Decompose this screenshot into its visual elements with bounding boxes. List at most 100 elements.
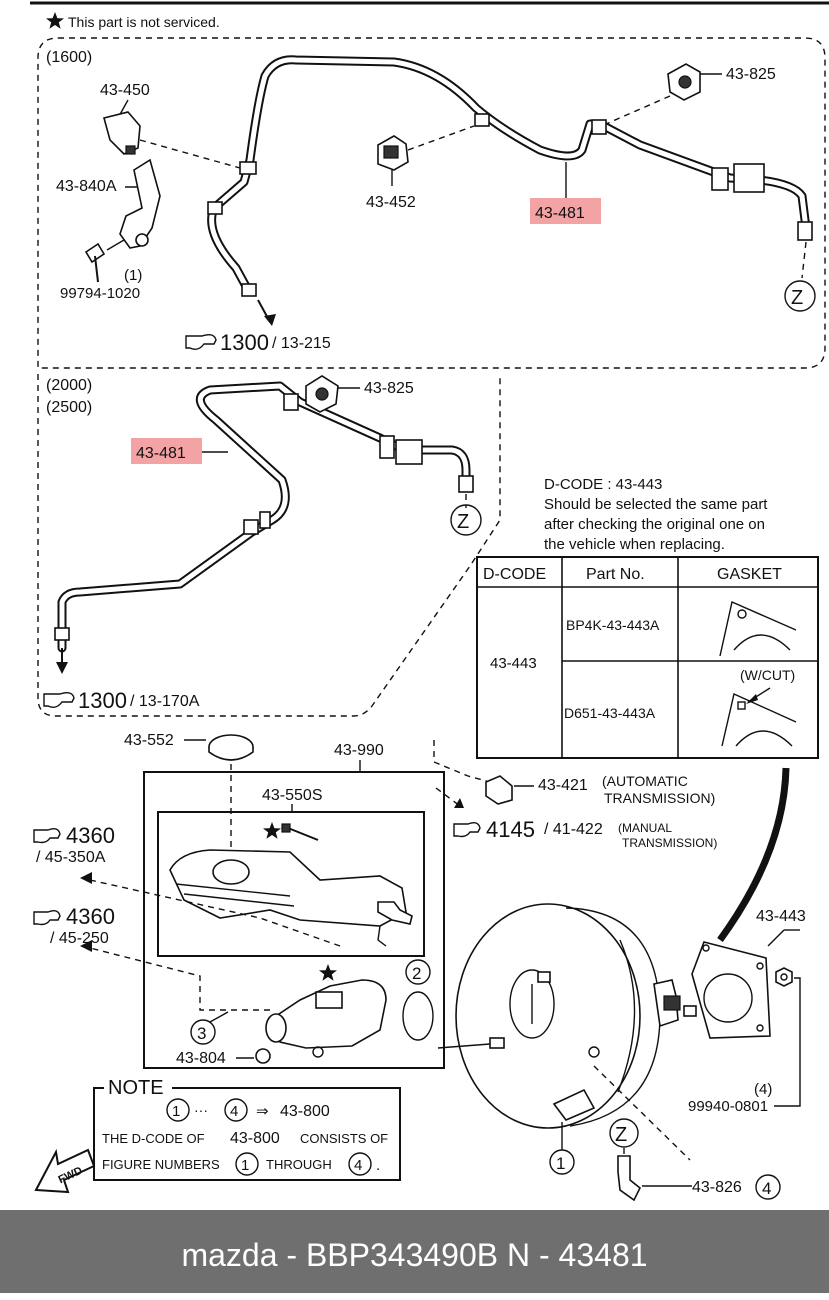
note-title: NOTE — [108, 1077, 164, 1099]
ref-hand-icon — [185, 333, 217, 351]
ref-45-350a: / 45-350A — [36, 849, 106, 866]
note-box: NOTE 1 ··· 4 ⇒ 43-800 THE D-CODE OF 43-8… — [93, 1077, 401, 1181]
footer-bar: mazda - BBP343490B N - 43481 — [0, 1210, 829, 1293]
label-43-450: 43-450 — [100, 82, 150, 99]
table-cell-dcode: 43-443 — [490, 655, 537, 672]
label-automatic: (AUTOMATIC — [602, 773, 688, 789]
notice-text: This part is not serviced. — [68, 14, 220, 30]
section-2000-boundary — [37, 374, 501, 717]
ref-13-170a: / 13-170A — [130, 693, 200, 710]
label-43-990: 43-990 — [334, 742, 384, 759]
reservoir — [169, 849, 413, 947]
gasket-table: D-CODE Part No. GASKET 43-443 BP4K-43-44… — [476, 556, 819, 759]
z-label-top: Z — [791, 287, 803, 309]
label-43-421: 43-421 — [538, 777, 588, 794]
reservoir-cap — [208, 734, 254, 761]
vacuum-hose-2000 — [54, 381, 474, 653]
gasket-sketch-2 — [721, 687, 797, 747]
label-manual-transmission: TRANSMISSION) — [622, 836, 717, 850]
footer-text: mazda - BBP343490B N - 43481 — [181, 1237, 648, 1273]
ref-45-250: / 45-250 — [50, 930, 109, 947]
arrow-down-icon — [56, 662, 68, 674]
clamp-43-825-mid — [305, 375, 339, 413]
ref-4360-a: 4360 — [66, 823, 115, 848]
label-43-826: 43-826 — [692, 1179, 742, 1196]
note-line2-c: CONSISTS OF — [300, 1131, 388, 1146]
note-arrow: ⇒ — [256, 1103, 269, 1120]
section-1600-boundary — [37, 37, 826, 369]
ref-13-215: / 13-215 — [272, 335, 331, 352]
variant-1600: (1600) — [46, 49, 92, 66]
section-master-cylinder: 43-552 43-990 43-550S — [33, 732, 806, 1202]
variant-2000: (2000) — [46, 377, 92, 394]
check-valve-43-421 — [485, 775, 513, 805]
label-one: (1) — [124, 267, 142, 284]
dcode-line-1: D-CODE : 43-443 — [544, 476, 662, 493]
bracket-43-840a — [119, 158, 161, 249]
gasket-sketch-1 — [719, 601, 797, 657]
highlight-43-481-top — [530, 198, 601, 224]
label-43-550s: 43-550S — [262, 787, 323, 804]
label-43-452: 43-452 — [366, 194, 416, 211]
label-43-825-top: 43-825 — [726, 66, 776, 83]
label-manual: (MANUAL — [618, 821, 672, 835]
note-line3-c1: 1 — [241, 1157, 249, 1174]
brake-booster — [455, 903, 697, 1129]
z-marker-top — [784, 280, 816, 312]
highlight-43-481-mid — [131, 438, 202, 464]
ref-hand-4360a — [33, 827, 61, 844]
ref-1300-b: 1300 — [78, 688, 127, 713]
note-line3-end: . — [376, 1157, 380, 1174]
table-header-dcode: D-CODE — [483, 566, 546, 583]
clamp-43-825-top — [667, 63, 701, 101]
note-line3-c4: 4 — [354, 1157, 362, 1174]
fwd-arrow-icon: FWD — [34, 1148, 96, 1194]
note-dots: ··· — [194, 1102, 208, 1118]
assembly-box — [143, 771, 445, 1069]
table-header-part-no: Part No. — [586, 566, 645, 583]
z-label-bottom: Z — [615, 1124, 627, 1146]
note-line2-b: 43-800 — [230, 1130, 280, 1147]
clip-43-450 — [103, 111, 141, 155]
circle-3: 3 — [197, 1024, 206, 1043]
ref-4145: 4145 — [486, 817, 535, 842]
circle-4: 4 — [762, 1179, 771, 1198]
section-1600: (1600) 43-450 43-840A (1) 99794-1020 — [37, 37, 826, 369]
arrow-head-icon — [264, 314, 276, 326]
ref-hand-icon-b — [43, 691, 75, 709]
label-automatic-transmission: TRANSMISSION) — [604, 790, 715, 806]
reservoir-box — [157, 811, 425, 957]
variant-2500: (2500) — [46, 399, 92, 416]
vacuum-hose-1600 — [207, 55, 813, 297]
circle-2: 2 — [412, 964, 421, 983]
label-43-481-mid: 43-481 — [136, 445, 186, 462]
ref-41-422: / 41-422 — [544, 821, 603, 838]
note-target: 43-800 — [280, 1103, 330, 1120]
label-43-804: 43-804 — [176, 1050, 226, 1067]
section-2000-2500: (2000) (2500) 43-825 43-481 Z — [37, 374, 501, 717]
fitting-43-826 — [617, 1155, 642, 1202]
table-header-gasket: GASKET — [717, 566, 782, 583]
dcode-line-3: after checking the original one on — [544, 516, 765, 533]
note-circle-1: 1 — [172, 1103, 180, 1120]
label-bolt: 99794-1020 — [60, 285, 140, 302]
label-43-481-top: 43-481 — [535, 205, 585, 222]
label-43-443: 43-443 — [756, 908, 806, 925]
ref-hand-4145 — [453, 821, 481, 838]
table-cell-part-1: BP4K-43-443A — [566, 617, 660, 633]
nut-icon — [775, 967, 793, 987]
z-label-mid: Z — [457, 511, 469, 533]
dcode-note: D-CODE : 43-443 Should be selected the s… — [544, 476, 768, 553]
circle-1: 1 — [556, 1154, 565, 1173]
note-line3-b: THROUGH — [266, 1157, 332, 1172]
dcode-line-2: Should be selected the same part — [544, 496, 768, 513]
star-icon — [46, 12, 64, 29]
bolt-icon — [84, 242, 106, 283]
note-line2-a: THE D-CODE OF — [102, 1131, 205, 1146]
z-marker-mid — [450, 504, 482, 536]
clamp-43-452 — [377, 135, 409, 171]
note-circle-4: 4 — [230, 1103, 238, 1120]
label-43-552: 43-552 — [124, 732, 174, 749]
note-line3-a: FIGURE NUMBERS — [102, 1157, 220, 1172]
label-43-825-mid: 43-825 — [364, 380, 414, 397]
